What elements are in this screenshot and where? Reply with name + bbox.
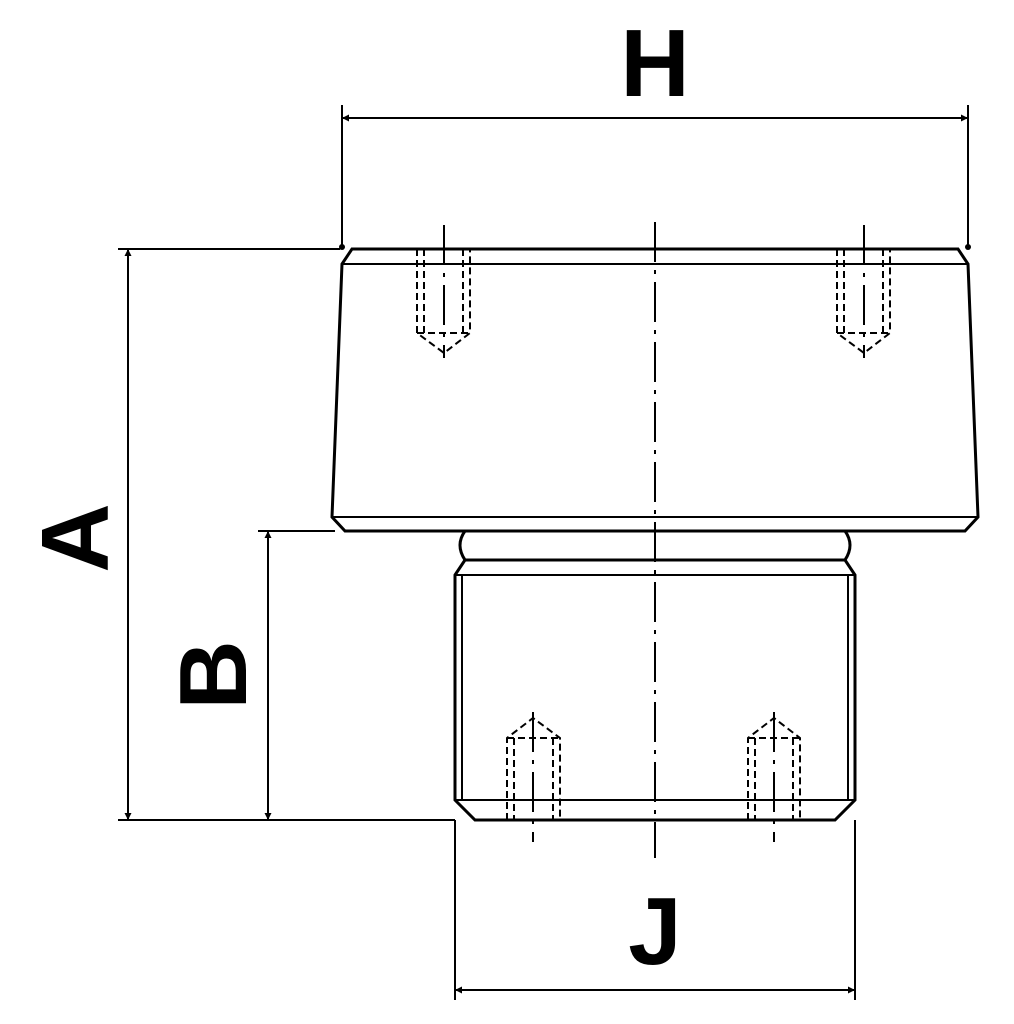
top-hole-right: [836, 225, 891, 358]
dimension-label-j: J: [628, 878, 681, 985]
neck-groove: [458, 530, 852, 562]
top-hole-left: [416, 225, 471, 358]
dimension-label-h: H: [620, 10, 689, 117]
bottom-hole-left: [506, 712, 561, 842]
extension-lines: [118, 105, 971, 1000]
bottom-hole-right: [747, 712, 801, 842]
lower-body: [453, 559, 857, 822]
dimension-label-b: B: [160, 640, 267, 709]
dimension-label-a: A: [22, 503, 129, 572]
